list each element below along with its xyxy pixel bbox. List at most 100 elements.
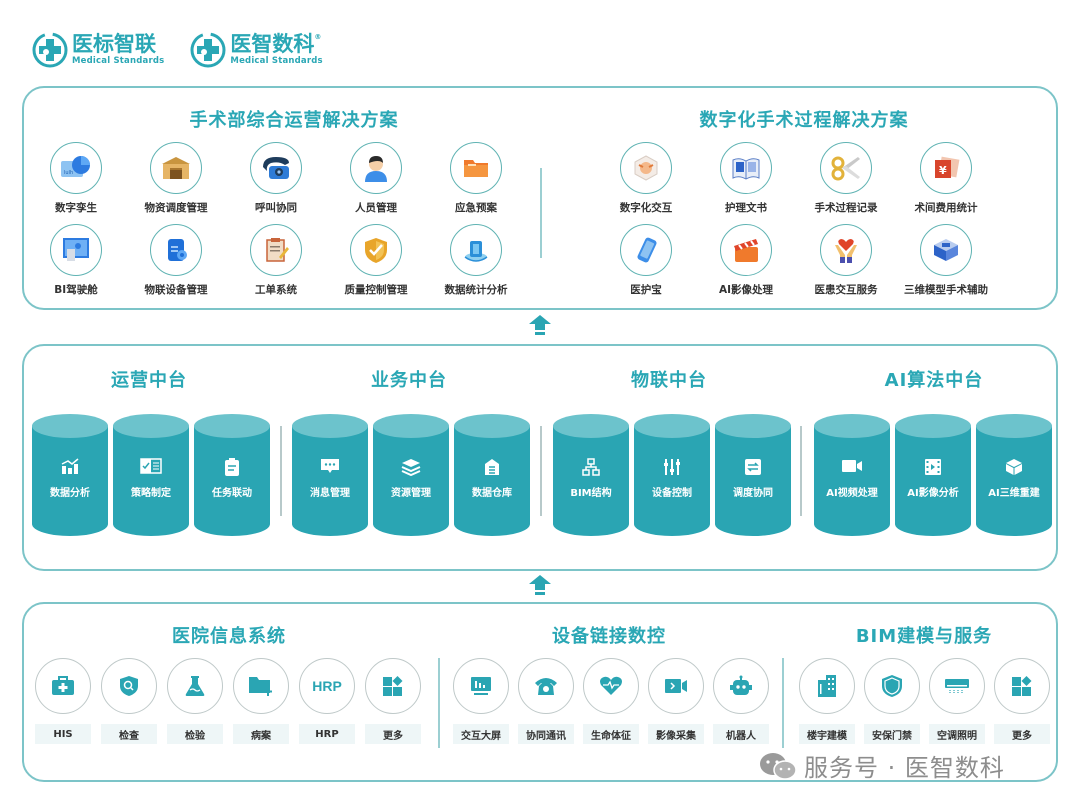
group-divider xyxy=(280,426,282,516)
app-digital-twin[interactable]: lulh 数字孪生 xyxy=(26,142,126,215)
cylinder-message-management[interactable]: 消息管理 xyxy=(292,414,368,536)
bim-building-model[interactable]: 楼宇建模 xyxy=(796,658,858,744)
layers-icon xyxy=(401,459,421,476)
system-medical-records[interactable]: 病案 xyxy=(230,658,292,744)
section-title-operations: 手术部综合运营解决方案 xyxy=(189,110,399,131)
group-title-hospital-info: 医院信息系统 xyxy=(172,626,286,647)
telephone-icon xyxy=(263,157,289,179)
cylinder-ai-video[interactable]: AI视频处理 xyxy=(814,414,890,536)
watermark: 服务号 · 医智数科 xyxy=(758,748,1005,783)
app-data-statistics[interactable]: 数据统计分析 xyxy=(426,224,526,297)
cylinder-label: 设备控制 xyxy=(652,488,692,499)
logo-cross-icon xyxy=(32,32,68,68)
app-staff-management[interactable]: 人员管理 xyxy=(326,142,426,215)
watermark-text: 服务号 · 医智数科 xyxy=(804,754,1005,782)
cylinder-data-warehouse[interactable]: 数据仓库 xyxy=(454,414,530,536)
group-title-business: 业务中台 xyxy=(371,370,447,391)
air-conditioner-icon xyxy=(945,679,969,693)
system-label: 协同通讯 xyxy=(518,724,574,744)
open-book-icon xyxy=(732,158,760,180)
system-label: 空调照明 xyxy=(929,724,985,744)
cylinder-label: AI三维重建 xyxy=(988,488,1040,499)
cylinder-label: AI视频处理 xyxy=(826,488,878,499)
3d-model-icon xyxy=(934,239,958,261)
cylinder-dispatch-collaboration[interactable]: 调度协同 xyxy=(715,414,791,536)
cylinder-task-linkage[interactable]: 任务联动 xyxy=(194,414,270,536)
cube-icon xyxy=(1006,459,1022,475)
system-his[interactable]: HIS xyxy=(32,658,94,744)
system-lab-test[interactable]: 检验 xyxy=(164,658,226,744)
app-work-order[interactable]: 工单系统 xyxy=(226,224,326,297)
robot-icon xyxy=(730,675,752,695)
system-label: 楼宇建模 xyxy=(799,724,855,744)
app-call-collaboration[interactable]: 呼叫协同 xyxy=(226,142,326,215)
device-robot[interactable]: 机器人 xyxy=(710,658,772,744)
folder-add-icon xyxy=(249,677,272,696)
app-label: 物联设备管理 xyxy=(144,284,208,296)
cylinder-strategy[interactable]: 策略制定 xyxy=(113,414,189,536)
system-label: 更多 xyxy=(365,724,421,744)
app-label: 护理文书 xyxy=(725,202,767,214)
app-quality-control[interactable]: 质量控制管理 xyxy=(326,224,426,297)
cylinder-ai-3d-reconstruction[interactable]: AI三维重建 xyxy=(976,414,1052,536)
digital-interaction-icon xyxy=(634,155,658,181)
group-title-ai: AI算法中台 xyxy=(884,370,984,391)
cylinder-data-analysis[interactable]: 数据分析 xyxy=(32,414,108,536)
more-apps-icon xyxy=(383,676,403,696)
cylinder-device-control[interactable]: 设备控制 xyxy=(634,414,710,536)
app-surgery-record[interactable]: 手术过程记录 xyxy=(796,142,896,215)
cylinder-label: AI影像分析 xyxy=(907,488,959,499)
app-ai-imaging[interactable]: AI影像处理 xyxy=(696,224,796,297)
app-patient-service[interactable]: 医患交互服务 xyxy=(796,224,896,297)
heart-hands-icon xyxy=(835,239,857,263)
app-nursing-docs[interactable]: 护理文书 xyxy=(696,142,796,215)
app-label: 数字化交互 xyxy=(619,202,673,214)
logo-cross-icon xyxy=(190,32,226,68)
chat-bubble-icon xyxy=(321,459,339,473)
folder-icon xyxy=(464,160,488,177)
svg-text:¥: ¥ xyxy=(939,164,947,177)
cylinder-ai-image-analysis[interactable]: AI影像分析 xyxy=(895,414,971,536)
app-iot-devices[interactable]: 物联设备管理 xyxy=(126,224,226,297)
logo-cn-text: 医标智联 xyxy=(72,32,156,57)
app-label: 人员管理 xyxy=(355,202,397,214)
hrp-text-icon: HRP xyxy=(312,678,342,694)
device-interactive-screen[interactable]: 交互大屏 xyxy=(450,658,512,744)
bim-security-access[interactable]: 安保门禁 xyxy=(861,658,923,744)
logo-cn-label: 医智数科 xyxy=(230,32,315,57)
app-yihubao[interactable]: 医护宝 xyxy=(596,224,696,297)
bim-more[interactable]: 更多 xyxy=(991,658,1053,744)
section-divider xyxy=(540,168,542,258)
group-divider xyxy=(438,658,440,748)
system-more[interactable]: 更多 xyxy=(362,658,424,744)
system-label: 更多 xyxy=(994,724,1050,744)
app-digital-interaction[interactable]: 数字化交互 xyxy=(596,142,696,215)
app-material-dispatch[interactable]: 物资调度管理 xyxy=(126,142,226,215)
dashboard-screen-icon xyxy=(63,238,89,261)
svg-text:lulh: lulh xyxy=(64,170,73,176)
app-3d-surgery-assist[interactable]: 三维模型手术辅助 xyxy=(896,224,996,297)
video-camera-icon xyxy=(665,679,687,693)
bim-hvac-lighting[interactable]: 空调照明 xyxy=(926,658,988,744)
app-label: 呼叫协同 xyxy=(255,202,297,214)
app-fee-statistics[interactable]: ¥ 术间费用统计 xyxy=(896,142,996,215)
system-hrp[interactable]: HRP HRP xyxy=(296,658,358,744)
device-image-capture[interactable]: 影像采集 xyxy=(645,658,707,744)
wechat-icon xyxy=(760,752,797,780)
device-vital-signs[interactable]: 生命体征 xyxy=(580,658,642,744)
cylinder-bim-structure[interactable]: BIM结构 xyxy=(553,414,629,536)
section-title-digital-surgery: 数字化手术过程解决方案 xyxy=(699,110,909,131)
device-communication[interactable]: 协同通讯 xyxy=(515,658,577,744)
iot-device-icon xyxy=(168,239,187,261)
system-examination[interactable]: 检查 xyxy=(98,658,160,744)
app-bi-cockpit[interactable]: BI驾驶舱 xyxy=(26,224,126,297)
more-apps-icon xyxy=(1012,676,1032,696)
heartbeat-icon xyxy=(600,676,622,695)
system-label: 机器人 xyxy=(713,724,769,744)
sliders-icon xyxy=(664,459,680,475)
middle-platform-panel: 运营中台 业务中台 物联中台 AI算法中台 数据分析 策略制定 任务联动 消息管… xyxy=(22,344,1058,571)
app-label: 质量控制管理 xyxy=(344,284,408,296)
cylinder-resource-management[interactable]: 资源管理 xyxy=(373,414,449,536)
app-emergency-plan[interactable]: 应急预案 xyxy=(426,142,526,215)
system-label: HIS xyxy=(35,724,91,744)
